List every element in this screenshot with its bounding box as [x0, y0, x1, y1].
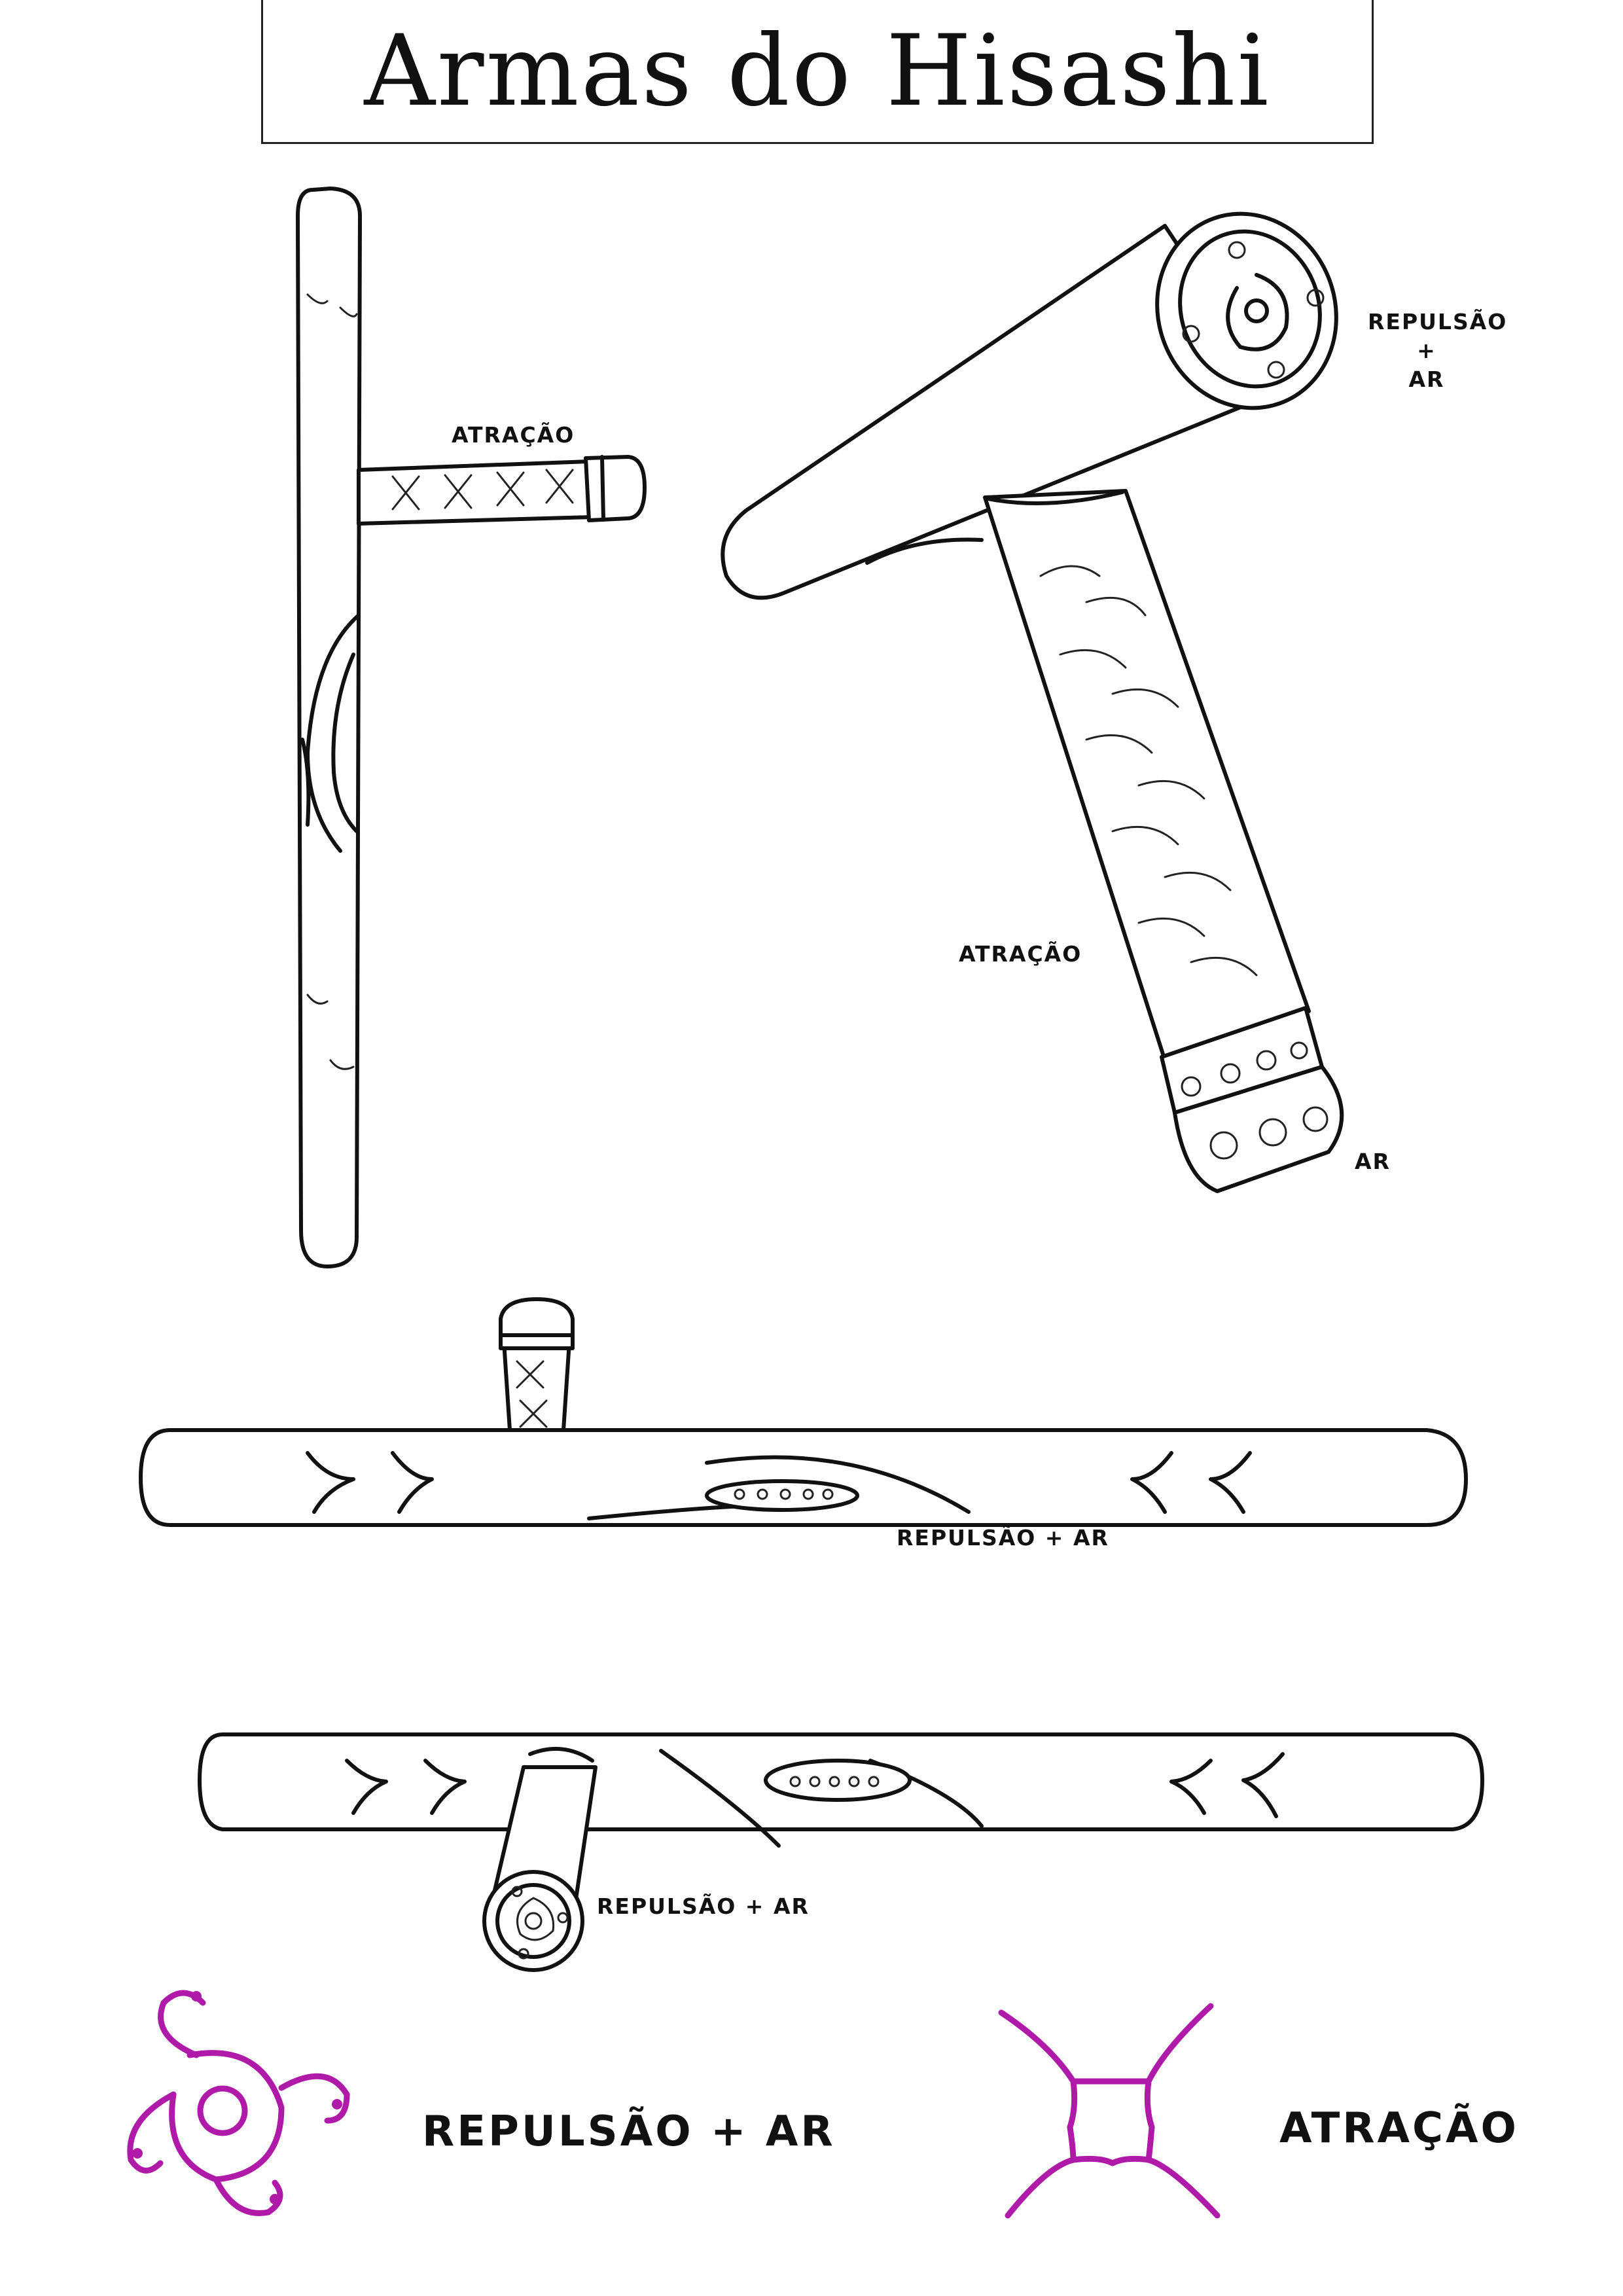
triple-spiral-icon	[127, 1990, 350, 2216]
fig1-atracao-label: ATRAÇÃO	[452, 422, 575, 448]
tonfa-vertical-drawing	[296, 187, 647, 1268]
fig2-ar-label: AR	[1355, 1149, 1391, 1174]
four-arcs-icon	[998, 2003, 1221, 2219]
tonfa-angled-drawing	[721, 211, 1344, 1193]
tonfa-horizontal-up-drawing	[139, 1297, 1468, 1527]
fig2-ar-line: AR	[1408, 367, 1445, 392]
legend-repulsao-ar-label: REPULSÃO + AR	[422, 2108, 836, 2156]
fig2-repulsao-ar-label: REPULSÃO + AR	[1368, 308, 1508, 394]
fig2-atracao-label: ATRAÇÃO	[959, 941, 1082, 967]
title-frame: Armas do Hisashi	[261, 0, 1374, 144]
fig4-repulsao-ar-label: REPULSÃO + AR	[597, 1893, 810, 1919]
fig2-plus-line: +	[1417, 338, 1436, 363]
fig2-repulsao-line: REPULSÃO	[1368, 309, 1508, 334]
tonfa-horizontal-front-drawing	[198, 1732, 1484, 1972]
page-title: Armas do Hisashi	[364, 14, 1271, 128]
legend-atracao-label: ATRAÇÃO	[1279, 2104, 1519, 2153]
fig3-repulsao-ar-label: REPULSÃO + AR	[897, 1525, 1109, 1551]
